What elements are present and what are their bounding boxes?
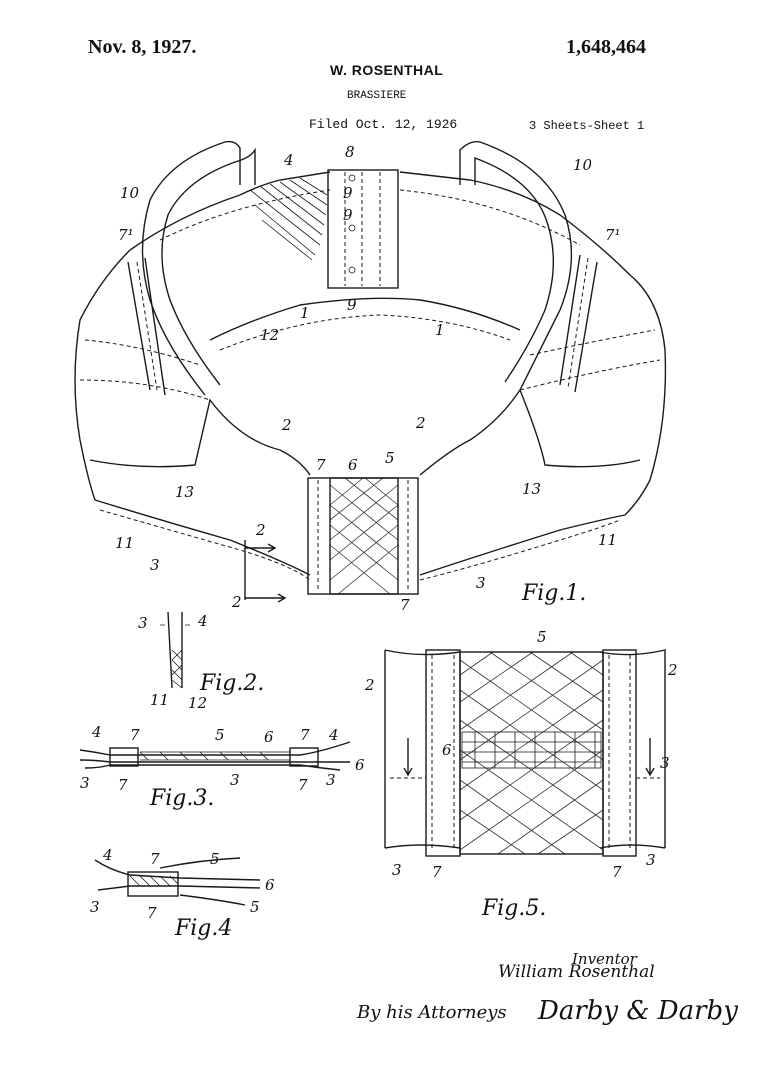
ref-label: 11 [150,691,169,709]
ref-label: 4 [328,726,339,744]
ref-label: 3 [230,771,240,789]
ref-label: 3 [476,574,486,592]
ref-label: 6 [264,728,274,746]
ref-label: 5 [215,726,225,744]
ref-label: 1 [435,321,445,339]
ref-label: 3 [80,774,90,792]
figure-3-drawing [79,741,351,771]
ref-label: 10 [573,156,593,174]
ref-label: 9 [343,184,353,202]
figure-4-labels: 4 7 5 6 3 7 5 Fig.4 [90,846,275,941]
ref-label: 4 [91,723,102,741]
attorneys-signature: Darby & Darby [538,996,738,1026]
filed-date: Filed Oct. 12, 1926 [309,117,458,132]
ref-label: 4 [197,612,208,630]
ref-label: 8 [345,143,355,161]
ref-label: 3 [646,851,656,869]
ref-label: 2 [415,414,426,432]
patent-number: 1,648,464 [566,36,646,58]
inventor-label: Inventor [572,950,637,968]
ref-label: 9 [347,296,357,314]
inventor-signature: William Rosenthal [498,962,655,982]
figure-2-labels: 3 4 11 12 Fig.2. [138,612,264,712]
ref-label: 2 [364,676,375,694]
attorneys-label: By his Attorneys [357,1002,507,1023]
patent-title: BRASSIERE [347,90,407,102]
ref-label: 2 [667,661,678,679]
ref-label: 4 [283,151,294,169]
ref-label: 7 [612,863,622,881]
ref-label: 5 [385,449,395,467]
ref-label: 2 [281,416,292,434]
ref-label: 7 [300,726,310,744]
ref-label: 13 [522,480,541,498]
ref-label: 6 [442,741,452,759]
ref-label: 3 [90,898,100,916]
ref-label: 10 [120,184,140,202]
figure-1-caption: Fig.1. [521,581,586,606]
ref-label: 6 [348,456,358,474]
figure-1-drawing [74,140,667,603]
ref-label: 7 [432,863,442,881]
figure-4-drawing [94,857,261,906]
ref-label: 3 [660,754,670,772]
ref-label: 12 [260,326,279,344]
ref-label: 7 [298,776,308,794]
ref-label: 4 [102,846,113,864]
figure-3-labels: 4 7 5 6 7 4 6 3 7 3 7 3 Fig.3. [80,723,365,811]
figure-3-caption: Fig.3. [149,786,214,811]
ref-label: 3 [138,614,148,632]
ref-label: 5 [537,628,547,646]
ref-label: 3 [326,771,336,789]
ref-label: 7 [147,904,157,922]
ref-label: 7 [130,726,140,744]
ref-label: 7¹ [605,226,621,244]
figure-1-labels: 4 8 9 9 9 10 10 7¹ 7¹ 1 1 12 2 2 13 13 6… [115,143,621,614]
ref-label: 12 [188,694,207,712]
ref-label: 6 [265,876,275,894]
ref-label: 7¹ [118,226,134,244]
ref-label: 2 [231,593,242,611]
ref-label: 7 [150,850,160,868]
inventor-name: W. ROSENTHAL [330,62,444,78]
patent-date: Nov. 8, 1927. [88,36,197,58]
figure-5-caption: Fig.5. [481,896,546,921]
ref-label: 11 [115,534,134,552]
ref-label: 5 [210,850,220,868]
ref-label: 7 [316,456,326,474]
ref-label: 6 [355,756,365,774]
ref-label: 1 [300,304,310,322]
ref-label: 3 [392,861,402,879]
ref-label: 7 [118,776,128,794]
figure-5-labels: 5 2 2 6 3 3 7 7 3 Fig.5. [364,628,678,921]
figure-2-caption: Fig.2. [199,671,264,696]
ref-label: 13 [175,483,194,501]
figure-4-caption: Fig.4 [174,916,232,941]
sheet-count: 3 Sheets-Sheet 1 [529,119,645,133]
ref-label: 11 [598,531,617,549]
figure-5-drawing [384,649,666,857]
figure-2-drawing [160,611,190,689]
ref-label: 9 [343,206,353,224]
ref-label: 5 [250,898,260,916]
ref-label: 2 [255,521,266,539]
ref-label: 3 [150,556,160,574]
ref-label: 7 [400,596,410,614]
